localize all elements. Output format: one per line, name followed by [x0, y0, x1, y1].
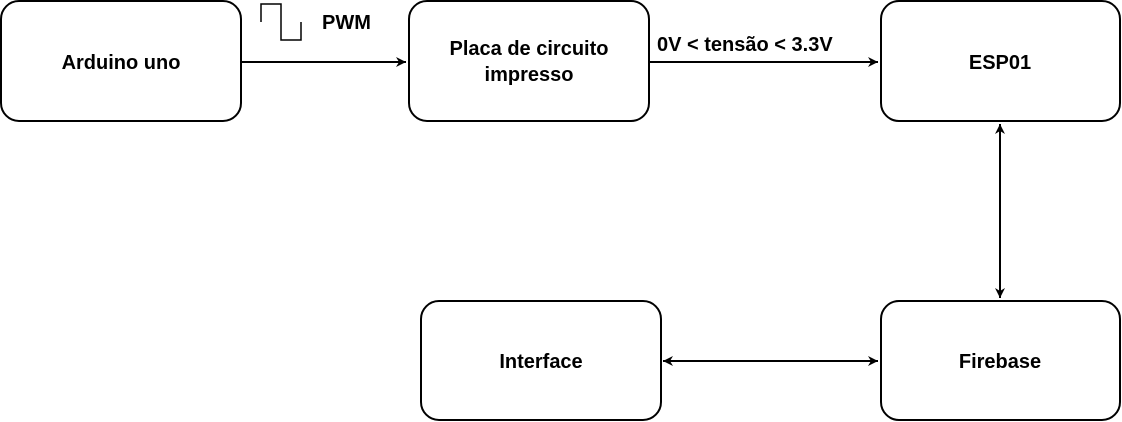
- edge-label-pwm: PWM: [322, 12, 371, 34]
- node-esp01-label: ESP01: [969, 52, 1031, 74]
- node-firebase: Firebase: [880, 300, 1121, 421]
- node-arduino: Arduino uno: [0, 0, 242, 122]
- node-arduino-label: Arduino uno: [62, 52, 181, 74]
- node-pcb: Placa de circuito impresso: [408, 0, 650, 122]
- node-interface-label: Interface: [499, 351, 582, 373]
- node-firebase-label: Firebase: [959, 351, 1041, 373]
- node-interface: Interface: [420, 300, 662, 421]
- node-pcb-label-line1: Placa de circuito: [450, 38, 609, 60]
- edge-label-voltage: 0V < tensão < 3.3V: [657, 34, 833, 56]
- node-esp01: ESP01: [880, 0, 1121, 122]
- node-pcb-label-line2: impresso: [485, 64, 574, 86]
- pwm-pulse-icon: [260, 3, 302, 41]
